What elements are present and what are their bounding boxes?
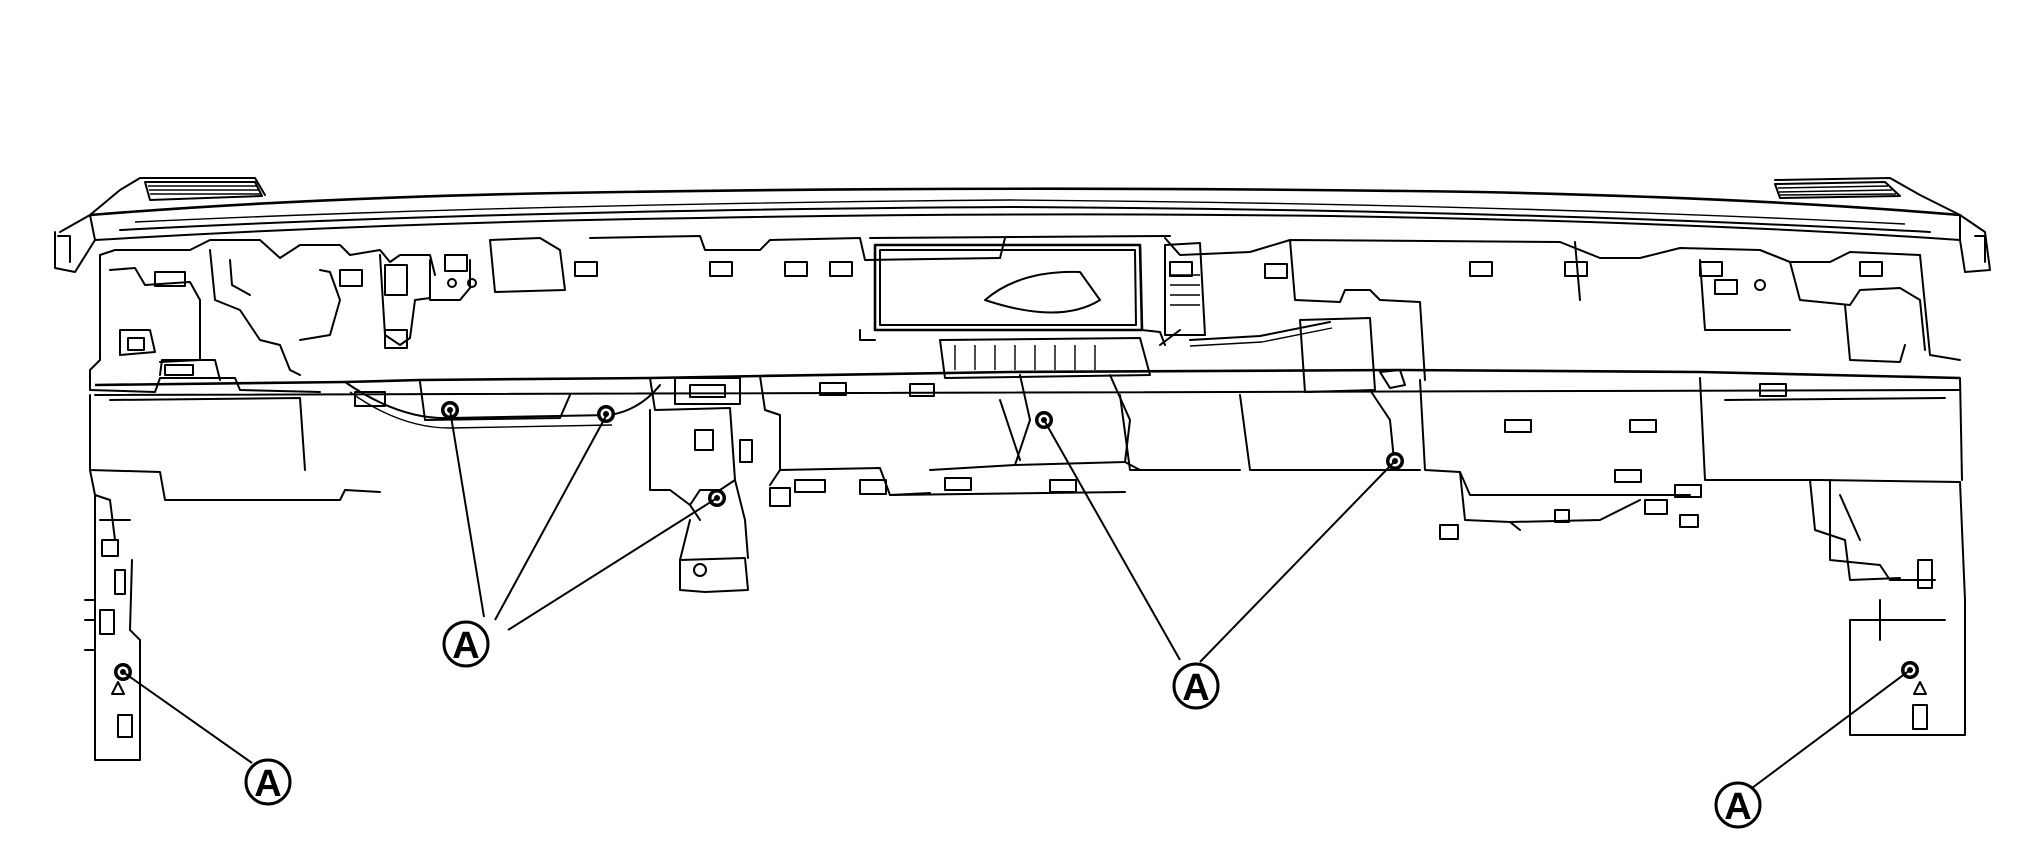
right-frame-section — [1699, 249, 1966, 601]
fasteners — [114, 401, 1919, 681]
callout-a-center-left: A — [442, 620, 490, 668]
right-leg-bracket — [1829, 479, 1966, 736]
left-leg-bracket — [84, 469, 141, 761]
callout-label: A — [452, 625, 479, 667]
callout-label: A — [1182, 667, 1209, 709]
screw-icon — [597, 405, 615, 423]
left-speaker-grille — [144, 181, 263, 201]
upper-brackets — [99, 235, 1921, 303]
center-right-bracket — [1299, 299, 1699, 540]
callout-a-right-leg: A — [1714, 781, 1762, 829]
leader-lines — [122, 409, 1911, 789]
callout-a-center-right: A — [1172, 662, 1220, 710]
right-speaker-grille — [1774, 181, 1901, 199]
center-left-bracket — [649, 375, 1126, 593]
callout-label: A — [254, 763, 281, 805]
left-frame-section — [89, 249, 477, 393]
dash-top-panel — [54, 177, 1991, 273]
center-stack — [859, 242, 1231, 471]
callout-label: A — [1724, 786, 1751, 828]
callout-a-left-leg: A — [244, 758, 292, 806]
